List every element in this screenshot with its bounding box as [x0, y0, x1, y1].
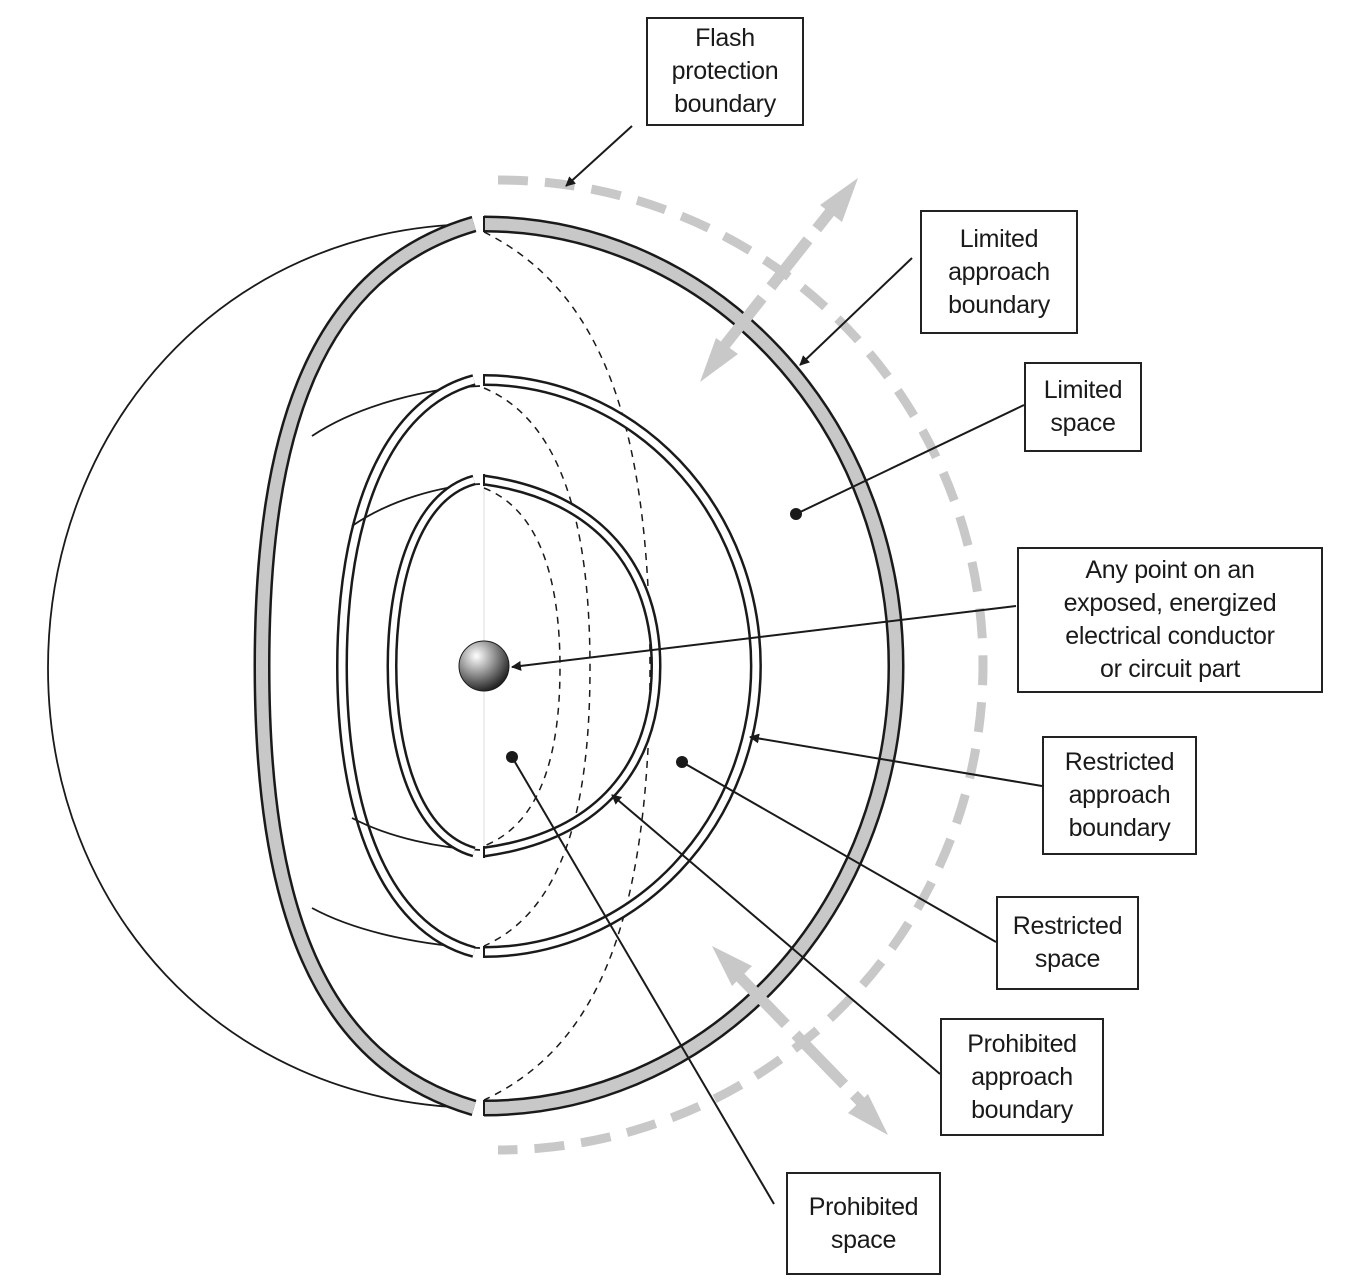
label-limited-approach-boundary: Limited approach boundary — [920, 210, 1078, 334]
outer-sphere-back-outline — [47, 223, 475, 1109]
label-restricted-space: Restricted space — [996, 896, 1139, 990]
outer-meridian-dashed — [483, 231, 651, 1101]
label-energized-conductor: Any point on an exposed, energized elect… — [1017, 547, 1323, 693]
label-prohibited-space: Prohibited space — [786, 1172, 941, 1275]
middle-meridian-dashed — [483, 387, 591, 947]
inner-meridian-dashed — [483, 487, 561, 847]
flash-protection-boundary-arc — [497, 175, 988, 1155]
leader-flash-protection-boundary — [565, 125, 633, 187]
leader-limited-space — [795, 404, 1025, 515]
flash-boundary-variable-arrow-top — [700, 178, 858, 382]
leader-prohibited-approach-boundary — [611, 794, 941, 1075]
leader-restricted-approach-boundary — [749, 733, 1043, 787]
leader-energized-conductor — [511, 605, 1017, 671]
label-restricted-approach-boundary: Restricted approach boundary — [1042, 736, 1197, 855]
label-prohibited-approach-boundary: Prohibited approach boundary — [940, 1018, 1104, 1136]
flash-boundary-variable-arrow-bottom — [712, 946, 888, 1135]
label-flash-protection-boundary: Flash protection boundary — [646, 17, 804, 126]
restricted-approach-boundary-ring — [335, 374, 762, 958]
label-limited-space: Limited space — [1024, 362, 1142, 452]
limited-approach-boundary-band — [253, 215, 905, 1117]
leader-prohibited-space — [511, 756, 775, 1205]
leader-limited-approach-boundary — [799, 257, 913, 366]
leader-restricted-space — [681, 761, 997, 943]
energized-conductor-sphere — [458, 640, 510, 692]
